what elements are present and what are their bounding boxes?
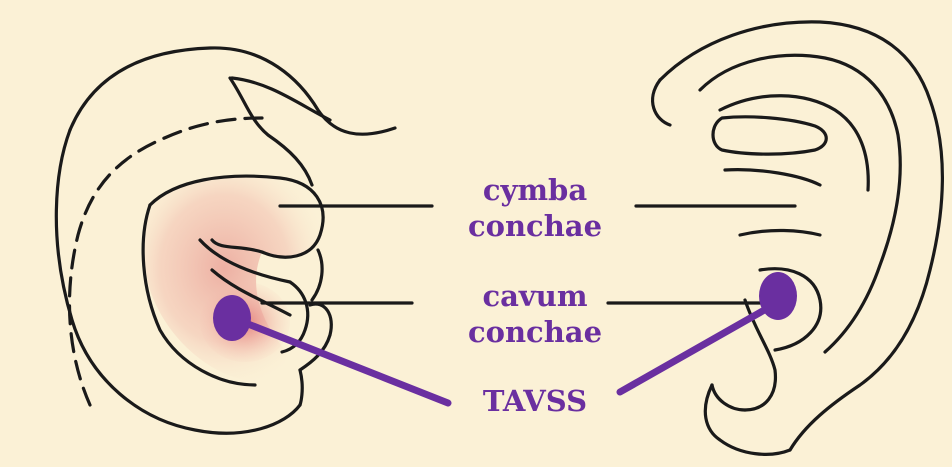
electrode-right-icon — [759, 272, 797, 320]
electrode-left-icon — [213, 295, 251, 341]
left-ear — [56, 48, 395, 433]
cavum-label-line2: conchae — [440, 314, 630, 350]
cavum-label-line1: cavum — [440, 278, 630, 314]
tavss-label: TAVSS — [440, 383, 630, 419]
cymba-label-line2: conchae — [440, 208, 630, 244]
cymba-conchae-label: cymba conchae — [440, 172, 630, 244]
tavss-lead-right — [620, 300, 782, 392]
right-ear — [653, 22, 943, 454]
cavum-conchae-label: cavum conchae — [440, 278, 630, 350]
cymba-label-line1: cymba — [440, 172, 630, 208]
tavss-label-text: TAVSS — [440, 383, 630, 419]
